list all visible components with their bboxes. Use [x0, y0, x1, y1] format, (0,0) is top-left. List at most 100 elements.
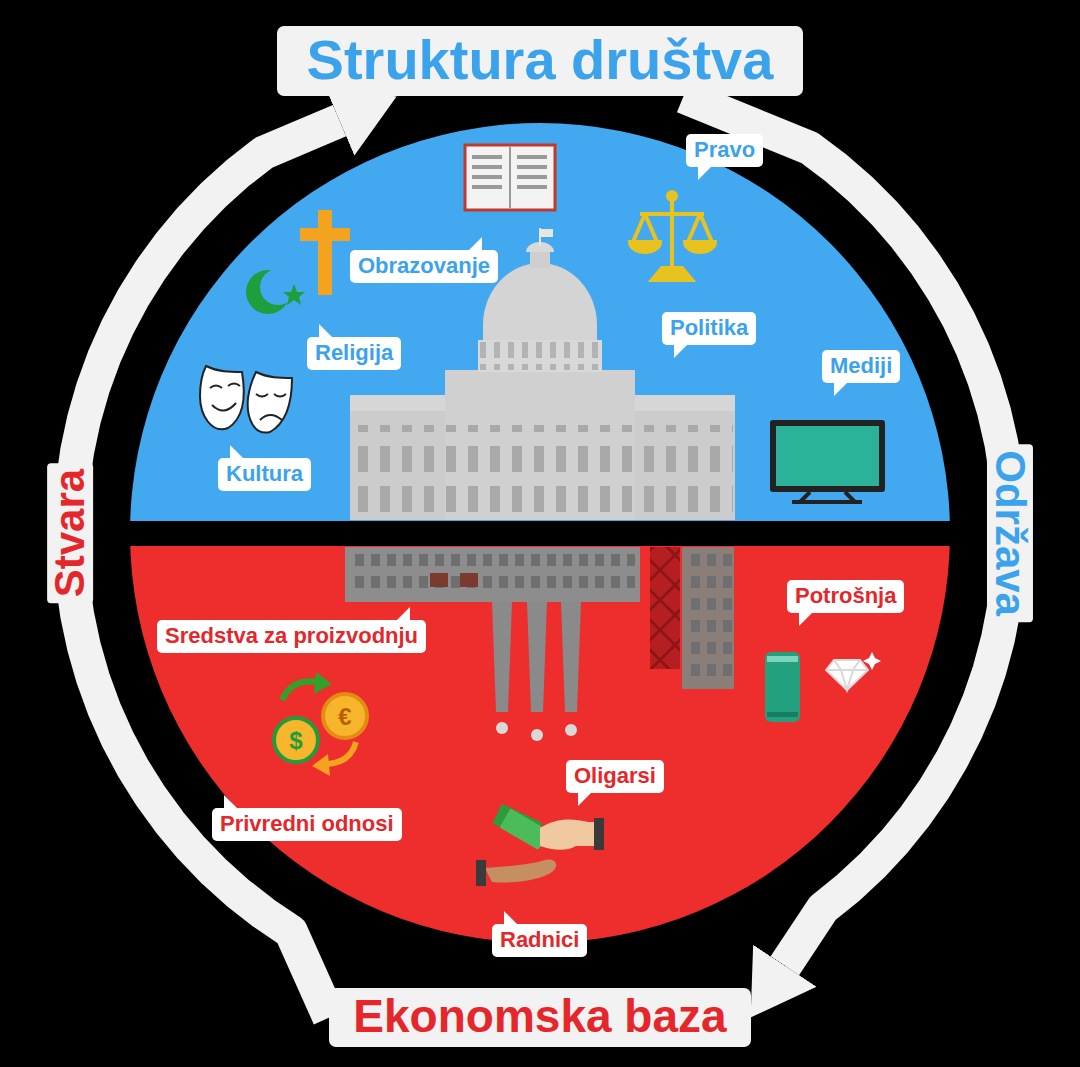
scales-icon [685, 242, 715, 252]
node-text: Politika [670, 314, 748, 343]
node-text: Privredni odnosi [220, 810, 394, 839]
cycle-arrow [70, 121, 339, 1018]
currency-icon [324, 742, 356, 764]
factory-illustration [527, 602, 547, 712]
can-icon [767, 712, 798, 717]
scales-icon [645, 214, 657, 242]
callout-label: Oligarsi [566, 760, 664, 793]
currency-icon [314, 672, 332, 694]
callout-label: Sredstva za proizvodnju [157, 620, 426, 653]
callout-label: Pravo [686, 134, 763, 167]
book-icon [472, 175, 502, 179]
diamond-icon [826, 660, 868, 690]
callout-label: Obrazovanje [350, 250, 498, 283]
cycle-arrow [683, 96, 1010, 965]
tv-icon [776, 426, 879, 486]
node-text: Potrošnja [795, 582, 896, 611]
node-text: Pravo [694, 136, 755, 165]
node-text: Religija [315, 339, 393, 368]
arrow-label: Stvara [47, 463, 93, 603]
diamond-icon [863, 652, 881, 670]
hands-money [476, 860, 486, 886]
node-text: Mediji [830, 352, 892, 381]
factory-illustration [496, 722, 508, 734]
factory-illustration [650, 547, 680, 669]
factory-illustration [350, 550, 635, 598]
factory-illustration [492, 602, 512, 712]
callout-label: Radnici [492, 924, 587, 957]
currency-icon [274, 672, 367, 776]
arrow-label-text: Održava [987, 450, 1033, 616]
society-circle [120, 521, 960, 546]
factory-illustration [682, 547, 734, 689]
node-text: Oligarsi [574, 762, 656, 791]
theatre-masks [248, 372, 292, 433]
label-text: $ [289, 729, 302, 753]
hands-money [485, 859, 556, 882]
society-circle [120, 110, 960, 956]
hands-money [540, 820, 596, 850]
theatre-masks [200, 366, 244, 429]
arrow-label-text: Stvara [47, 469, 93, 597]
book-icon [472, 165, 502, 169]
capitol-building [480, 342, 600, 370]
callout-label: Kultura [218, 458, 311, 491]
factory-illustration [650, 547, 680, 669]
label-text: € [338, 705, 351, 729]
currency-icon [323, 694, 367, 738]
scales-icon [652, 268, 692, 280]
scales-icon [630, 192, 715, 280]
hands-money [594, 818, 604, 850]
tv-icon [792, 500, 862, 504]
callout-label: Politika [662, 312, 756, 345]
book-icon [472, 185, 502, 189]
scales-icon [668, 192, 676, 200]
capitol-building [483, 263, 597, 340]
diamond-icon [826, 660, 868, 690]
religion-icons [283, 284, 305, 305]
factory-illustration [460, 573, 478, 587]
capitol-building [478, 340, 602, 372]
capitol-building [541, 229, 553, 237]
book-icon [509, 147, 511, 208]
currency-icon [274, 718, 318, 762]
scales-icon [633, 214, 645, 242]
capitol-building [350, 228, 735, 520]
can-icon [765, 652, 800, 722]
can-icon [767, 656, 798, 662]
scales-icon [640, 212, 704, 216]
theatre-masks [210, 384, 240, 411]
capitol-building [352, 425, 733, 515]
node-text: Obrazovanje [358, 252, 490, 281]
callout-label: Privredni odnosi [212, 808, 402, 841]
factory-illustration [684, 552, 732, 684]
book-icon [465, 145, 555, 210]
tv-icon [770, 420, 885, 504]
scales-icon [700, 214, 712, 242]
book-icon [517, 155, 547, 159]
currency-symbol: € [338, 705, 351, 729]
callout-label: Potrošnja [787, 580, 904, 613]
book-icon [465, 145, 555, 210]
capitol-building [530, 250, 550, 268]
diamond-icon [826, 652, 881, 690]
religion-icons [300, 228, 350, 241]
book-icon [517, 185, 547, 189]
base-box: Ekonomska baza [329, 988, 750, 1047]
node-text: Radnici [500, 926, 579, 955]
scales-icon [688, 214, 700, 242]
religion-icons [246, 210, 350, 314]
node-text: Kultura [226, 460, 303, 489]
currency-icon [282, 681, 318, 700]
title-box: Struktura društva [277, 26, 804, 96]
capitol-building [539, 228, 541, 246]
theatre-masks [256, 394, 286, 420]
theatre-masks [200, 366, 292, 433]
factory-illustration [531, 729, 543, 741]
node-text: Sredstva za proizvodnju [165, 622, 418, 651]
node-text: Ekonomska baza [353, 990, 726, 1043]
